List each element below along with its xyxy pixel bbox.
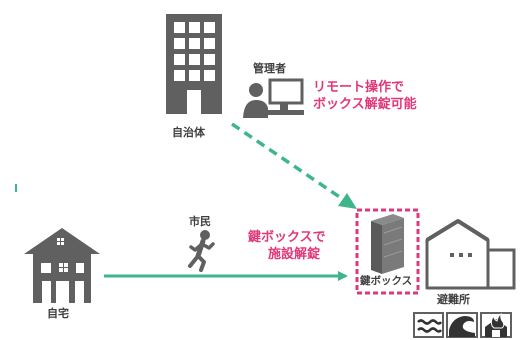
resident-label: 市民 [189,215,211,228]
fire-icon [480,312,512,338]
remote-control-arrowhead [338,193,357,209]
administrator-label: 管理者 [253,62,286,75]
flood-icon [413,312,444,338]
remote-callout-line2: ボックス解錠可能 [313,97,417,112]
municipality-building-icon [166,14,222,114]
unlock-callout-line1: 鍵ボックスで [248,230,326,245]
administrator-pc-icon [243,78,304,118]
remote-control-arrow [231,122,345,202]
home-house-icon [24,228,100,303]
unlock-callout-line2: 施設解錠 [268,247,321,262]
municipality-label: 自治体 [172,126,205,139]
key-box-label: 鍵ボックス [360,275,413,287]
key-box-icon [371,214,404,274]
evacuation-site-label: 避難所 [437,293,470,306]
tsunami-icon [446,312,478,338]
home-label: 自宅 [47,307,69,320]
remote-callout-line1: リモート操作で [313,80,405,95]
edge-mark [15,184,17,192]
shelter-building-icon [425,219,516,290]
running-resident-icon [188,230,215,272]
